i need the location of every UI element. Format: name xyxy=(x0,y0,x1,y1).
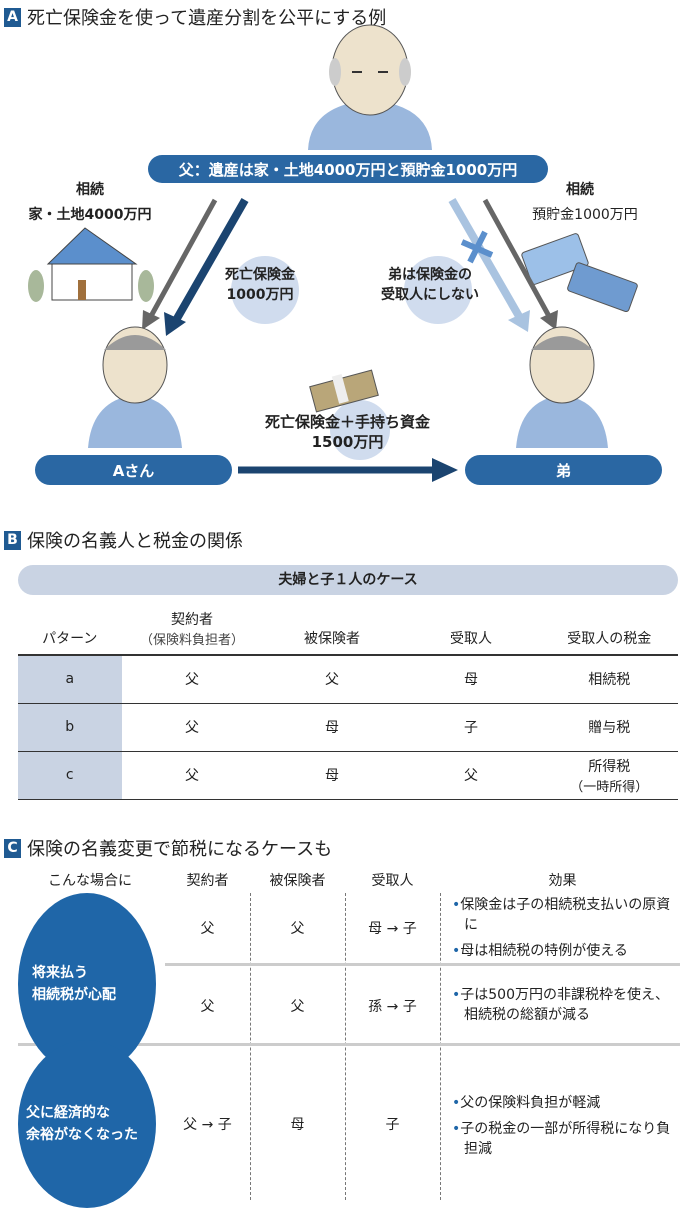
arrow-crossed-to-brother xyxy=(448,198,530,332)
cell-pattern: b xyxy=(18,703,122,752)
cell-insured: 母 xyxy=(290,1117,305,1133)
section-badge: B xyxy=(4,530,21,550)
transfer-label: 死亡保険金＋手持ち資金 1500万円 xyxy=(240,412,455,452)
table-row: c 父 母 父 所得税（一時所得） xyxy=(18,751,678,800)
effects-list: •子は500万円の非課税枠を使え、相続税の総額が減る xyxy=(452,987,669,1023)
header-tax: 受取人の税金 xyxy=(539,605,678,656)
transfer-line2: 1500万円 xyxy=(311,433,384,451)
brother-note-line1: 弟は保険金の xyxy=(388,267,472,283)
case-label: 夫婦と子１人のケース xyxy=(18,565,678,595)
cell-insured: 父 xyxy=(290,921,305,937)
cell-recipient: 母 xyxy=(401,655,540,704)
insurance-line2: 1000万円 xyxy=(226,287,294,303)
table-row: b 父 母 子 贈与税 xyxy=(18,703,678,752)
section-a-header: A 死亡保険金を使って遺産分割を公平にする例 xyxy=(4,4,386,30)
cell-tax: 相続税 xyxy=(539,655,678,704)
cell-contractor: 父 xyxy=(121,655,262,704)
cell-contractor: 父 xyxy=(200,921,215,937)
header-effect: 効果 xyxy=(548,873,577,889)
father-estate-banner: 父：遺産は家・土地4000万円と預貯金1000万円 xyxy=(148,155,548,183)
right-inherit-label: 相続 xyxy=(566,182,594,198)
table-row: a 父 父 母 相続税 xyxy=(18,655,678,704)
section-title: 保険の名義変更で節税になるケースも xyxy=(27,839,333,860)
insurance-label: 死亡保険金 1000万円 xyxy=(205,265,315,305)
highlight-circle xyxy=(404,256,472,324)
right-asset-label: 預貯金1000万円 xyxy=(532,207,638,223)
money-illustration xyxy=(309,369,379,413)
person-a-label: Aさん xyxy=(35,455,232,485)
divider xyxy=(165,963,680,966)
house-illustration xyxy=(28,227,154,302)
header-contractor: 契約者 xyxy=(186,873,229,889)
arrow-inherit-house xyxy=(142,198,218,330)
bankbook-illustration xyxy=(521,233,638,313)
cell-insured: 母 xyxy=(261,751,402,800)
effects-list: •保険金は子の相続税支払いの原資に •母は相続税の特例が使える xyxy=(452,897,671,959)
cell-contractor: 父 xyxy=(121,703,262,752)
header-pattern: パターン xyxy=(18,605,122,656)
case-circle: 父に経済的な余裕がなくなった xyxy=(18,1040,156,1208)
highlight-circle xyxy=(231,256,299,324)
section-title: 保険の名義人と税金の関係 xyxy=(27,531,243,552)
left-inherit-label: 相続 xyxy=(76,182,104,198)
divider xyxy=(18,1043,680,1046)
divider xyxy=(345,893,346,1200)
cell-recipient: 母 → 子 xyxy=(368,921,417,937)
son-a-illustration xyxy=(88,326,182,448)
cell-pattern: c xyxy=(18,751,122,800)
left-asset-label: 家・土地4000万円 xyxy=(28,207,152,223)
cell-insured: 母 xyxy=(261,703,402,752)
header-recipient: 受取人 xyxy=(401,605,540,656)
insurance-tax-table: パターン 契約者（保険料負担者） 被保険者 受取人 受取人の税金 a 父 父 母… xyxy=(18,605,678,800)
arrow-inherit-savings xyxy=(482,198,558,330)
header-case: こんな場合に xyxy=(48,873,132,889)
cell-tax: 所得税（一時所得） xyxy=(539,751,678,800)
cell-recipient: 父 xyxy=(401,751,540,800)
section-title: 死亡保険金を使って遺産分割を公平にする例 xyxy=(27,8,387,29)
effects-list: •父の保険料負担が軽減 •子の税金の一部が所得税になり負担減 xyxy=(452,1095,671,1157)
insurance-line1: 死亡保険金 xyxy=(225,267,295,283)
section-b-header: B 保険の名義人と税金の関係 xyxy=(4,527,243,553)
header-insured: 被保険者 xyxy=(261,605,402,656)
header-recipient: 受取人 xyxy=(371,873,414,889)
cell-contractor: 父 → 子 xyxy=(183,1117,232,1133)
person-brother-label: 弟 xyxy=(465,455,662,485)
cell-insured: 父 xyxy=(290,999,305,1015)
cell-contractor: 父 xyxy=(121,751,262,800)
cell-recipient: 子 xyxy=(385,1117,400,1133)
cell-tax: 贈与税 xyxy=(539,703,678,752)
header-contractor: 契約者（保険料負担者） xyxy=(121,605,262,656)
header-insured: 被保険者 xyxy=(269,873,326,889)
arrow-insurance-to-a xyxy=(164,198,249,336)
cell-pattern: a xyxy=(18,655,122,704)
cell-recipient: 孫 → 子 xyxy=(368,999,417,1015)
brother-note-line2: 受取人にしない xyxy=(381,287,479,303)
cell-contractor: 父 xyxy=(200,999,215,1015)
father-illustration xyxy=(308,24,432,150)
divider xyxy=(440,893,441,1200)
brother-note: 弟は保険金の 受取人にしない xyxy=(370,265,490,305)
section-badge: C xyxy=(4,838,21,858)
section-badge: A xyxy=(4,7,21,27)
cell-insured: 父 xyxy=(261,655,402,704)
transfer-arrow xyxy=(238,458,458,482)
divider xyxy=(250,893,251,1200)
section-c-header: C 保険の名義変更で節税になるケースも xyxy=(4,835,332,861)
transfer-line1: 死亡保険金＋手持ち資金 xyxy=(264,413,430,431)
highlight-circle xyxy=(330,400,390,460)
section-a-illustration xyxy=(28,24,638,482)
brother-illustration xyxy=(516,326,608,448)
cell-recipient: 子 xyxy=(401,703,540,752)
